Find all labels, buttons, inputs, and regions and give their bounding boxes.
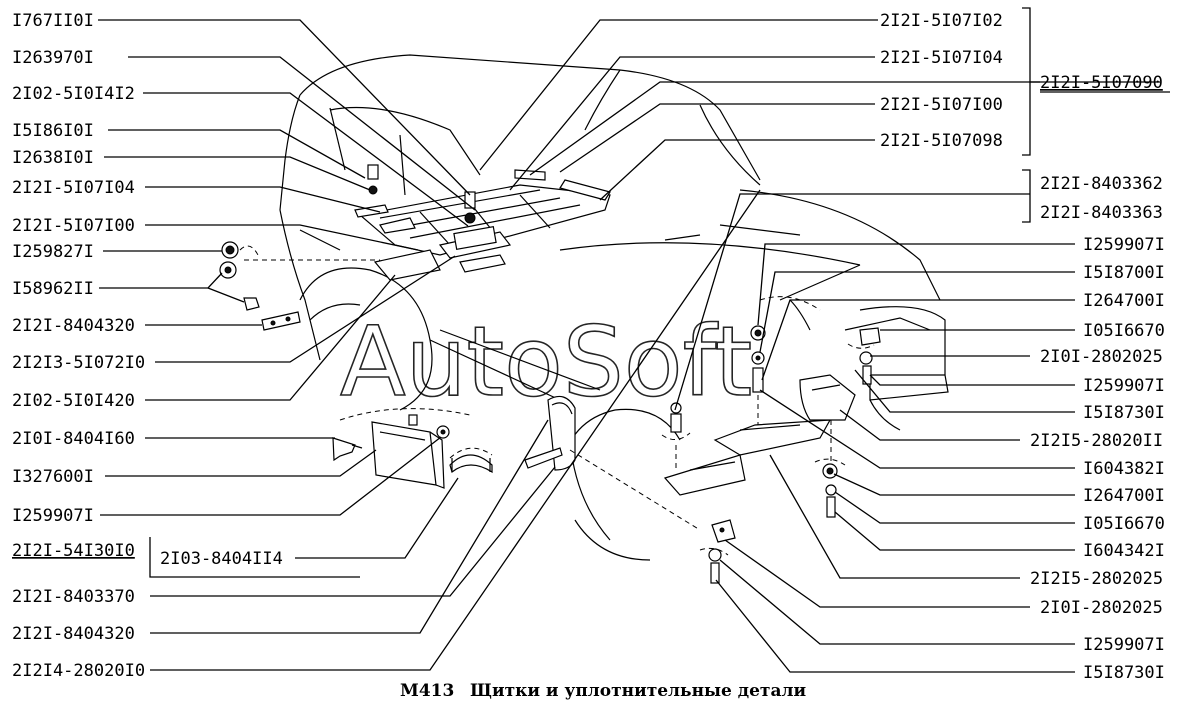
part-label: 2I2I-5I07I00 [12, 216, 135, 236]
group-label-right: 2I2I-5I07090 [1040, 73, 1163, 93]
part-label: 2I03-8404II4 [160, 549, 283, 569]
right-labels: 2I2I-5I07I02 2I2I-5I07I04 2I2I-5I07090 2… [880, 11, 1165, 683]
part-label: 2I2I-8403363 [1040, 203, 1163, 223]
left-fasteners [219, 241, 380, 331]
part-label: I05I6670 [1083, 514, 1165, 534]
part-label: 2I2I-5I07I02 [880, 11, 1003, 31]
car-body-outline [279, 54, 949, 561]
part-label: 2I2I-8403362 [1040, 174, 1163, 194]
group-label-left: 2I2I-54I30I0 [12, 541, 135, 561]
part-label: 2I2I3-5I072I0 [12, 353, 145, 373]
floor-panel-assembly [354, 164, 611, 281]
part-label: 2I2I-8403370 [12, 587, 135, 607]
part-label: I259907I [12, 506, 94, 526]
part-label: 2I02-5I0I4I2 [12, 84, 135, 104]
caption: M413 Щитки и уплотнительные детали [400, 681, 806, 701]
figure-code: M413 [400, 681, 454, 701]
part-label: 2I2I4-28020I0 [12, 661, 145, 681]
part-label: I604342I [1083, 541, 1165, 561]
part-label: 2I2I-8404320 [12, 624, 135, 644]
part-label: 2I02-5I0I420 [12, 391, 135, 411]
part-label: 2I2I-5I07I04 [12, 178, 135, 198]
part-label: I327600I [12, 467, 94, 487]
part-label: 2I0I-2802025 [1040, 598, 1163, 618]
front-mud-guard [524, 395, 701, 531]
part-label: I58962II [12, 279, 94, 299]
part-label: I05I6670 [1083, 321, 1165, 341]
part-label: I264700I [1083, 486, 1165, 506]
watermark: AutoSoft [340, 306, 752, 418]
part-label: I5I8730I [1083, 403, 1165, 423]
part-label: I5I86I0I [12, 121, 94, 141]
part-label: 2I2I-5I07I00 [880, 95, 1003, 115]
part-label: 2I2I-5I07I04 [880, 48, 1003, 68]
part-label: I263970I [12, 48, 94, 68]
mud-flap-assembly [332, 408, 493, 489]
part-label: 2I2I5-28020II [1030, 431, 1163, 451]
part-label: I2638I0I [12, 148, 94, 168]
right-leader-lines [479, 7, 1170, 673]
part-label: I604382I [1083, 459, 1165, 479]
part-label: I264700I [1083, 291, 1165, 311]
part-label: 2I2I-8404320 [12, 316, 135, 336]
part-label: 2I0I-2802025 [1040, 347, 1163, 367]
part-label: I259907I [1083, 235, 1165, 255]
part-label: I259827I [12, 242, 94, 262]
part-label: 2I0I-8404I60 [12, 429, 135, 449]
left-labels: I767II0I I263970I 2I02-5I0I4I2 I5I86I0I … [12, 11, 283, 681]
part-label: I767II0I [12, 11, 94, 31]
part-label: I5I8700I [1083, 263, 1165, 283]
right-bracket-assembly [661, 296, 881, 584]
part-label: I259907I [1083, 635, 1165, 655]
figure-title: Щитки и уплотнительные детали [470, 681, 806, 701]
part-label: 2I2I5-2802025 [1030, 569, 1163, 589]
part-label: I5I8730I [1083, 663, 1165, 683]
part-label: I259907I [1083, 376, 1165, 396]
part-label: 2I2I-5I07098 [880, 131, 1003, 151]
left-leader-lines [98, 19, 761, 671]
